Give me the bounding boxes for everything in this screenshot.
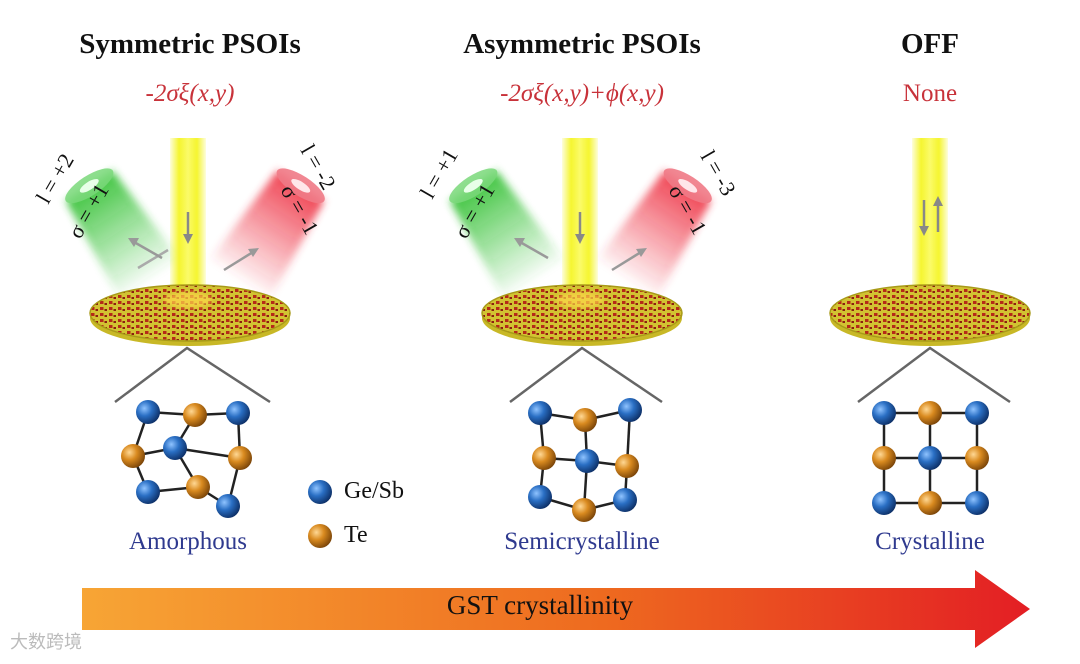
ge-sb-atom: [528, 485, 552, 509]
ge-sb-atom: [872, 401, 896, 425]
panel-1-artwork: [65, 138, 325, 404]
ge-sb-atom: [216, 494, 240, 518]
te-atom: [186, 475, 210, 499]
ge-sb-atom: [918, 446, 942, 470]
atoms: [121, 398, 989, 522]
ge-sb-atom: [618, 398, 642, 422]
panel-3-formula: None: [902, 80, 958, 107]
zoom-lines: [857, 346, 1011, 404]
semicrystalline-caption: Semicrystalline: [504, 528, 660, 555]
zoom-lines: [114, 346, 271, 404]
te-atom: [121, 444, 145, 468]
amorphous-caption: Amorphous: [128, 528, 248, 555]
panel-1-formula: -2σξ(x,y): [145, 80, 235, 107]
crystallinity-axis-label: GST crystallinity: [446, 590, 634, 620]
red-beam: [597, 168, 712, 298]
crystalline-caption: Crystalline: [875, 528, 985, 555]
te-atom: [965, 446, 989, 470]
up-left-arrow: [128, 238, 163, 260]
ge-sb-atom: [163, 436, 187, 460]
legend-ge-sb-ball: [308, 480, 332, 504]
te-atom: [183, 403, 207, 427]
down-arrow: [919, 200, 929, 236]
legend-te-ball: [308, 524, 332, 548]
ge-sb-atom: [872, 491, 896, 515]
panel-2-title: Asymmetric PSOIs: [463, 28, 701, 60]
ge-sb-atom: [965, 401, 989, 425]
green-beam: [449, 168, 564, 298]
up-left-arrow: [514, 238, 549, 260]
te-atom: [918, 401, 942, 425]
legend-te-label: Te: [344, 522, 368, 548]
ge-sb-atom: [528, 401, 552, 425]
red-beam: [210, 168, 325, 298]
up-right-arrow: [223, 248, 259, 272]
panel-3-artwork: [829, 138, 1031, 404]
up-arrow: [933, 196, 943, 232]
ge-sb-atom: [136, 400, 160, 424]
te-atom: [572, 498, 596, 522]
panel-2-formula: -2σξ(x,y)+ϕ(x,y): [500, 80, 664, 107]
panel-2-artwork: [449, 138, 712, 404]
ge-sb-atom: [226, 401, 250, 425]
up-right-arrow: [611, 248, 647, 272]
te-atom: [228, 446, 252, 470]
legend-ge-sb-label: Ge/Sb: [344, 478, 404, 504]
crystallinity-arrow: [82, 570, 1030, 648]
ge-sb-atom: [965, 491, 989, 515]
green-beam: [65, 168, 180, 298]
te-atom: [532, 446, 556, 470]
ge-sb-atom: [136, 480, 160, 504]
yellow-beam: [912, 138, 948, 308]
ge-sb-atom: [613, 488, 637, 512]
panel-1-title: Symmetric PSOIs: [79, 28, 301, 60]
ge-sb-atom: [575, 449, 599, 473]
watermark: 大数跨境: [10, 632, 82, 653]
zoom-lines: [509, 346, 663, 404]
te-atom: [918, 491, 942, 515]
panel-3-title: OFF: [901, 28, 959, 60]
te-atom: [573, 408, 597, 432]
te-atom: [872, 446, 896, 470]
te-atom: [615, 454, 639, 478]
